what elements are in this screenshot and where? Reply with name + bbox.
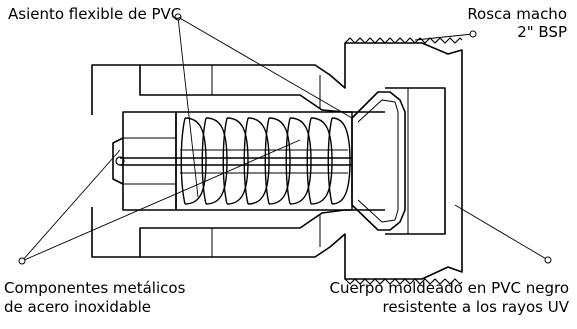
label-thread-line1: Rosca macho [467, 5, 567, 23]
leader-lines [21, 16, 549, 262]
male-thread [344, 37, 463, 285]
steel-nut [122, 111, 177, 211]
label-thread-line2: 2" BSP [517, 23, 567, 41]
stem-end [112, 137, 124, 185]
body-section [211, 65, 321, 257]
label-body-line1: Cuerpo moldeado en PVC negro [329, 279, 569, 297]
label-metal-line2: de acero inoxidable [4, 298, 152, 316]
pvc-body-bore [139, 65, 385, 113]
label-body-line2: resistente a los rayos UV [382, 298, 569, 316]
steel-spring [180, 117, 351, 205]
pvc-seat [351, 91, 406, 231]
label-seat: Asiento flexible de PVC [8, 5, 182, 23]
label-metal-line1: Componentes metálicos [4, 279, 186, 297]
steel-stem [120, 157, 352, 166]
pvc-body-outline [91, 42, 463, 280]
